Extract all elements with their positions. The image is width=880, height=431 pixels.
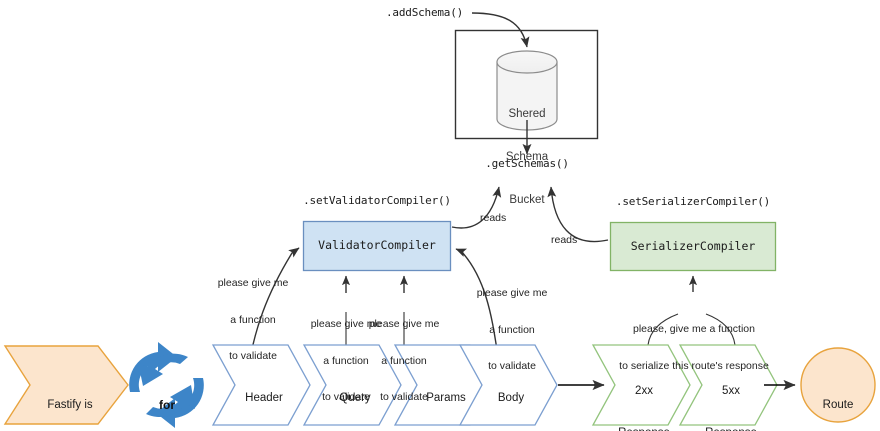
validator-compiler-box	[302, 220, 452, 272]
step-line: Params	[426, 392, 466, 405]
set-validator-compiler-label: .setValidatorCompiler()	[303, 194, 451, 207]
loop-line: for	[159, 397, 175, 412]
serializer-compiler-label: SerializerCompiler	[630, 239, 756, 253]
chevron-query	[302, 344, 402, 426]
header-function-validator-label: Header Function Validator	[226, 363, 302, 431]
serializer-compiler-box	[609, 221, 777, 272]
serializer-reads-label: reads	[551, 234, 578, 246]
end-node-shape	[800, 347, 876, 423]
note-body-validate: please give me a function to validate	[459, 263, 565, 397]
start-line: Fastify is	[47, 399, 93, 412]
loop-label: for each route	[125, 371, 209, 431]
step-line: 5xx	[722, 385, 740, 398]
params-function-validator-label: Params Function Validator	[408, 363, 484, 431]
shared-schema-bucket-label: Shered Schema Bucket	[489, 78, 565, 236]
note-line: please give me	[476, 287, 548, 300]
validator-reads-arrow	[451, 186, 502, 229]
step-line: Response	[606, 426, 682, 431]
chevron-header	[211, 344, 311, 426]
serializer-reads-arrow	[547, 186, 609, 243]
note-line: please give me	[368, 318, 440, 331]
serializer-2xx-stem	[647, 313, 679, 346]
step-line: Header	[245, 392, 283, 405]
note-line: to validate	[229, 350, 277, 363]
note-line: please give me	[310, 318, 382, 331]
validator-chevron-group	[211, 344, 558, 426]
serializer-chevron-group	[591, 344, 778, 426]
body-to-validator-arrow	[455, 248, 498, 351]
note-params-validate: please give me a function to validate	[351, 294, 457, 428]
step-line: Query	[339, 392, 371, 405]
add-schema-arrow	[471, 12, 530, 48]
note-header-validate: please give me a function to validate	[200, 253, 306, 387]
body-function-validator-label: Body Function Validator	[473, 363, 549, 431]
note-line: a function	[381, 354, 427, 367]
end-line: Route	[822, 399, 854, 412]
cylinder-line-2: Schema	[505, 150, 549, 163]
cylinder-line-1: Shered	[508, 107, 546, 120]
chevron-body	[458, 344, 558, 426]
note-line: a function	[489, 323, 535, 336]
end-node-label: Route Ready!	[800, 370, 876, 431]
step-line: Response	[693, 426, 769, 431]
start-node-label: Fastify is starting!	[26, 370, 114, 431]
start-node-shape	[3, 345, 129, 425]
cylinder-line-3: Bucket	[509, 194, 545, 206]
note-line: a function	[323, 354, 369, 367]
serializer-5xx-stem	[705, 313, 736, 346]
note-line: a function	[230, 313, 276, 326]
note-line: to validate	[380, 391, 428, 404]
chevron-5xx	[678, 344, 778, 426]
step-line: Body	[497, 392, 525, 405]
note-line: to validate	[488, 360, 536, 373]
note-query-validate: please give me a function to validate	[293, 294, 399, 428]
validator-reads-label: reads	[480, 212, 507, 224]
5xx-response-function-serializer-label: 5xx Response Function Serializer	[693, 356, 769, 431]
note-line: to validate	[322, 391, 370, 404]
2xx-response-function-serializer-label: 2xx Response Function Serializer	[606, 356, 682, 431]
add-schema-label: .addSchema()	[386, 6, 464, 19]
get-schemas-label: .getSchemas()	[485, 157, 569, 170]
set-serializer-compiler-label: .setSerializerCompiler()	[615, 195, 771, 208]
step-line: 2xx	[635, 385, 653, 398]
circular-arrows-icon	[129, 342, 204, 428]
note-serialize-response: please, give me a function to serialize …	[594, 299, 794, 396]
note-line: please, give me a function	[633, 323, 755, 336]
note-line: to serialize this route's response	[619, 359, 769, 372]
chevron-2xx	[591, 344, 691, 426]
note-line: please give me	[217, 277, 289, 290]
validator-compiler-label: ValidatorCompiler	[318, 238, 436, 252]
query-function-validator-label: Query Function Validator	[317, 363, 393, 431]
shared-schema-cylinder	[496, 50, 558, 131]
